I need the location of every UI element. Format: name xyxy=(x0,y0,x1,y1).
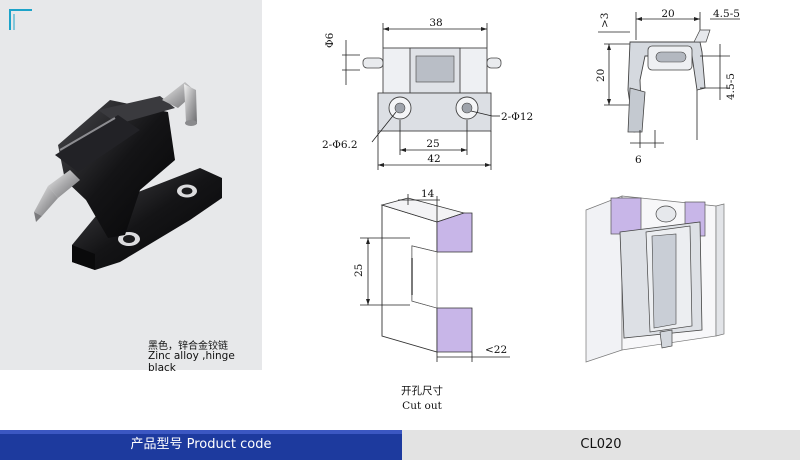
photo-caption-chinese: 黑色，锌合金铰链 xyxy=(148,341,228,352)
product-code-label: 产品型号 Product code xyxy=(130,437,272,452)
cutout-view-drawing: 14 25 <22 xyxy=(353,188,510,362)
cutout-label-english: Cut out xyxy=(402,400,442,412)
dim-side-range-side: 4.5-5 xyxy=(725,73,737,100)
dim-side-top-width: 20 xyxy=(661,8,674,20)
product-code-value-cell: CL020 xyxy=(402,430,800,460)
dim-side-height: 20 xyxy=(595,69,607,82)
hinge-photo xyxy=(34,82,222,270)
side-view-drawing: 20 4.5-5 >3 20 4.5-5 6 xyxy=(595,8,740,166)
cutout-label-chinese: 开孔尺寸 xyxy=(401,385,443,397)
product-code-label-cell: 产品型号 Product code xyxy=(0,430,402,460)
dim-large-hole: 2-Φ12 xyxy=(501,111,533,123)
dim-hole-spacing: 25 xyxy=(426,138,439,150)
dim-pin-diameter: Φ6 xyxy=(324,32,336,48)
product-code-bar: 产品型号 Product code CL020 xyxy=(0,430,800,460)
dim-cutout-depth: <22 xyxy=(485,344,507,356)
product-code-value: CL020 xyxy=(580,437,622,452)
product-photo-panel: 黑色，锌合金铰链 Zinc alloy ,hinge black xyxy=(0,0,262,374)
dim-side-range-top: 4.5-5 xyxy=(713,8,740,20)
installed-iso-drawing xyxy=(585,195,725,363)
front-view-drawing: 38 Φ6 2-Φ12 2-Φ6.2 25 42 xyxy=(322,17,533,170)
dim-side-gap: >3 xyxy=(599,13,611,28)
dim-cutout-width: 14 xyxy=(421,188,435,200)
dim-width-top: 38 xyxy=(429,17,442,29)
technical-drawings: 38 Φ6 2-Φ12 2-Φ6.2 25 42 xyxy=(322,8,740,363)
dim-side-thickness: 6 xyxy=(635,154,642,166)
dim-base-width: 42 xyxy=(427,153,440,165)
dim-cutout-height: 25 xyxy=(353,264,365,277)
corner-bracket-icon xyxy=(9,9,32,30)
dim-small-hole: 2-Φ6.2 xyxy=(322,139,358,151)
photo-caption-english: Zinc alloy ,hinge black xyxy=(148,350,235,374)
